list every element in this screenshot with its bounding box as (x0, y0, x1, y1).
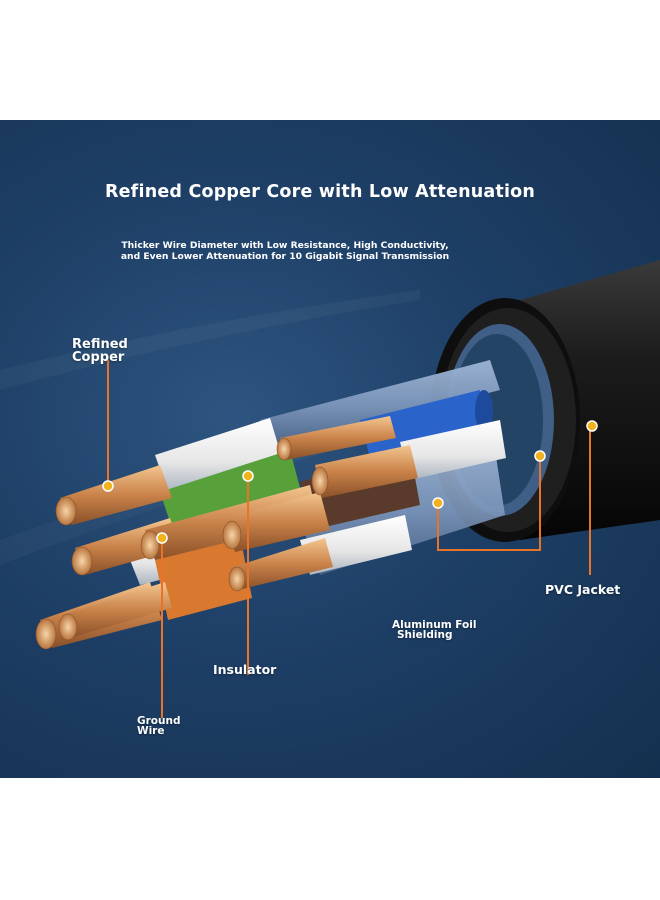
cable-illustration (0, 260, 660, 718)
subheadline: Thicker Wire Diameter with Low Resistanc… (105, 240, 465, 262)
orange-pair (155, 535, 252, 620)
marker-pvc-jacket (586, 420, 598, 432)
headline: Refined Copper Core with Low Attenuation (104, 182, 536, 202)
label-aluminum-foil-shielding: Aluminum Foil Shielding (392, 619, 477, 641)
conductor-ends (35, 437, 329, 650)
marker-refined-copper (102, 480, 114, 492)
marker-insulator (242, 470, 254, 482)
label-ground-wire-line-2: Wire (137, 725, 165, 737)
label-ground-wire-line-1: Ground (137, 715, 181, 727)
label-pvc-jacket: PVC Jacket (545, 582, 621, 597)
green-pair (160, 450, 300, 528)
marker-ground-wire (156, 532, 168, 544)
product-image-panel: Refined Copper Core with Low Attenuation… (0, 120, 660, 778)
white-pair-top (155, 418, 506, 492)
label-ground-wire: Ground Wire (137, 715, 181, 737)
callout-markers (102, 420, 598, 544)
label-refined-copper: Refined Copper (72, 338, 128, 364)
label-refined-copper-line-2: Copper (72, 350, 125, 365)
marker-foil-inner (432, 497, 444, 509)
blue-pair (360, 390, 493, 458)
label-aluminum-foil-line-2: Shielding (397, 629, 453, 641)
leader-lines (107, 360, 591, 718)
label-insulator: Insulator (213, 662, 277, 677)
marker-foil-outer (534, 450, 546, 462)
subheadline-line-2: and Even Lower Attenuation for 10 Gigabi… (120, 251, 450, 262)
label-aluminum-foil-line-1: Aluminum Foil (392, 619, 477, 631)
subheadline-line-1: Thicker Wire Diameter with Low Resistanc… (121, 240, 449, 251)
label-refined-copper-line-1: Refined (72, 337, 128, 352)
